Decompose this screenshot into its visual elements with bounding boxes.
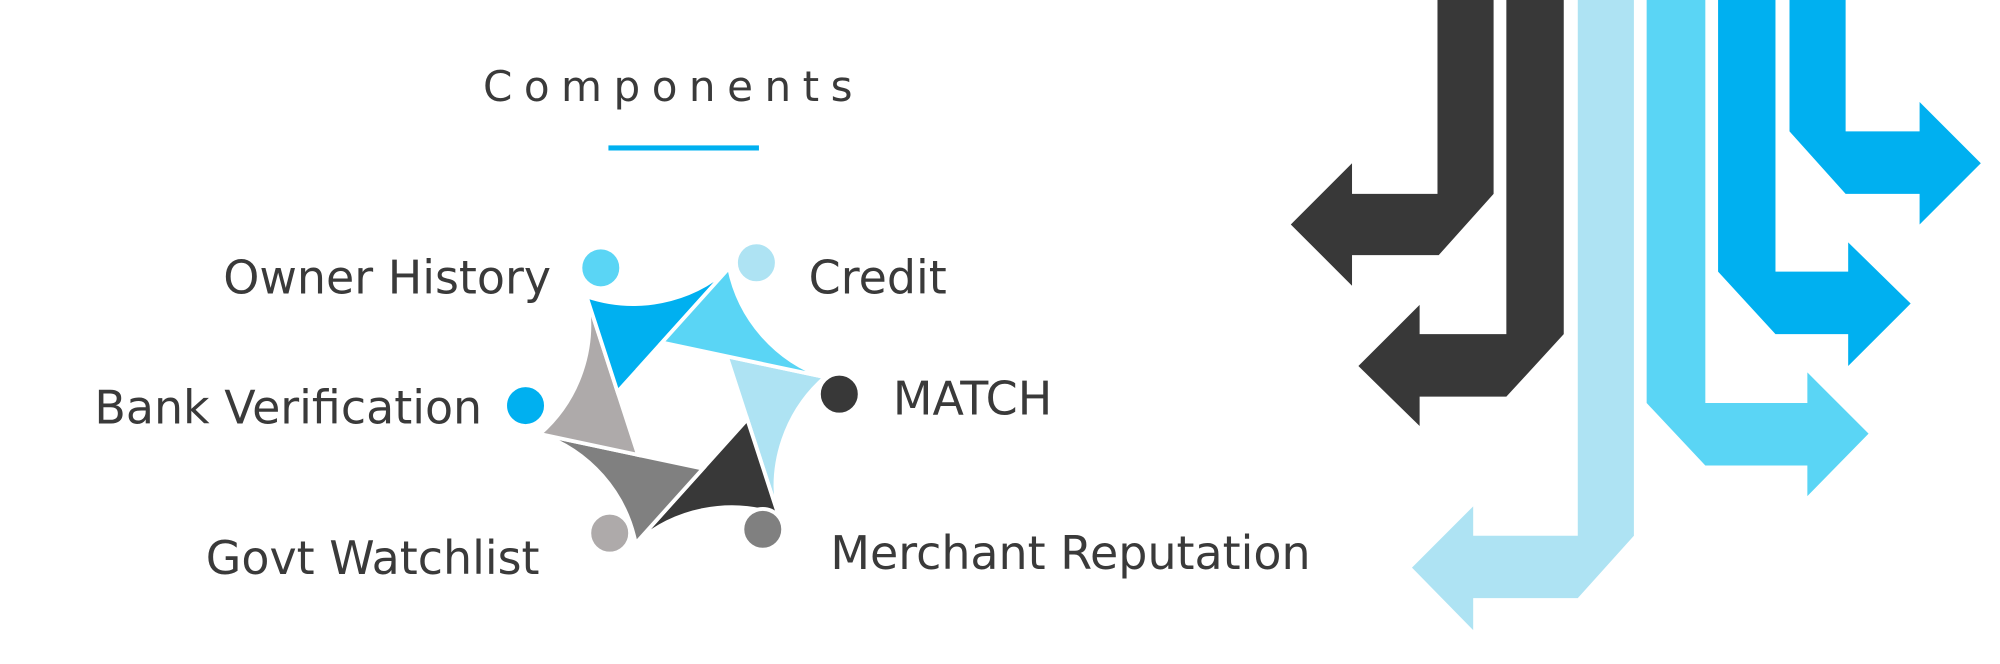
wheel-dot-govt xyxy=(587,510,633,556)
title-underline xyxy=(608,145,759,151)
wheel-dot-bank xyxy=(503,383,548,428)
label-govt-watchlist: Govt Watchlist xyxy=(206,531,540,585)
label-match: MATCH xyxy=(893,372,1052,426)
wheel-segment-owner xyxy=(658,263,826,380)
wheel-dot-credit xyxy=(734,240,779,286)
components-wheel xyxy=(503,240,862,556)
arrow-right-sky-blue xyxy=(1646,0,1869,497)
arrow-left-dark-2 xyxy=(1358,0,1564,427)
decorative-arrows xyxy=(1290,0,1981,631)
wheel-dot-owner xyxy=(578,245,624,291)
label-merchant-reputation: Merchant Reputation xyxy=(830,526,1310,580)
component-labels: Credit MATCH Merchant Reputation Govt Wa… xyxy=(94,250,1310,585)
label-owner-history: Owner History xyxy=(223,250,551,304)
label-credit: Credit xyxy=(809,250,947,304)
arrow-right-blue-1 xyxy=(1718,0,1911,367)
wheel-dot-match xyxy=(816,371,862,417)
wheel-dot-merchant xyxy=(740,506,786,552)
slide-title: Components xyxy=(483,62,864,111)
arrow-left-dark-1 xyxy=(1290,0,1494,286)
label-bank-verification: Bank Verification xyxy=(94,380,482,434)
arrow-right-blue-2 xyxy=(1789,0,1981,225)
arrow-left-light-blue xyxy=(1411,0,1634,631)
